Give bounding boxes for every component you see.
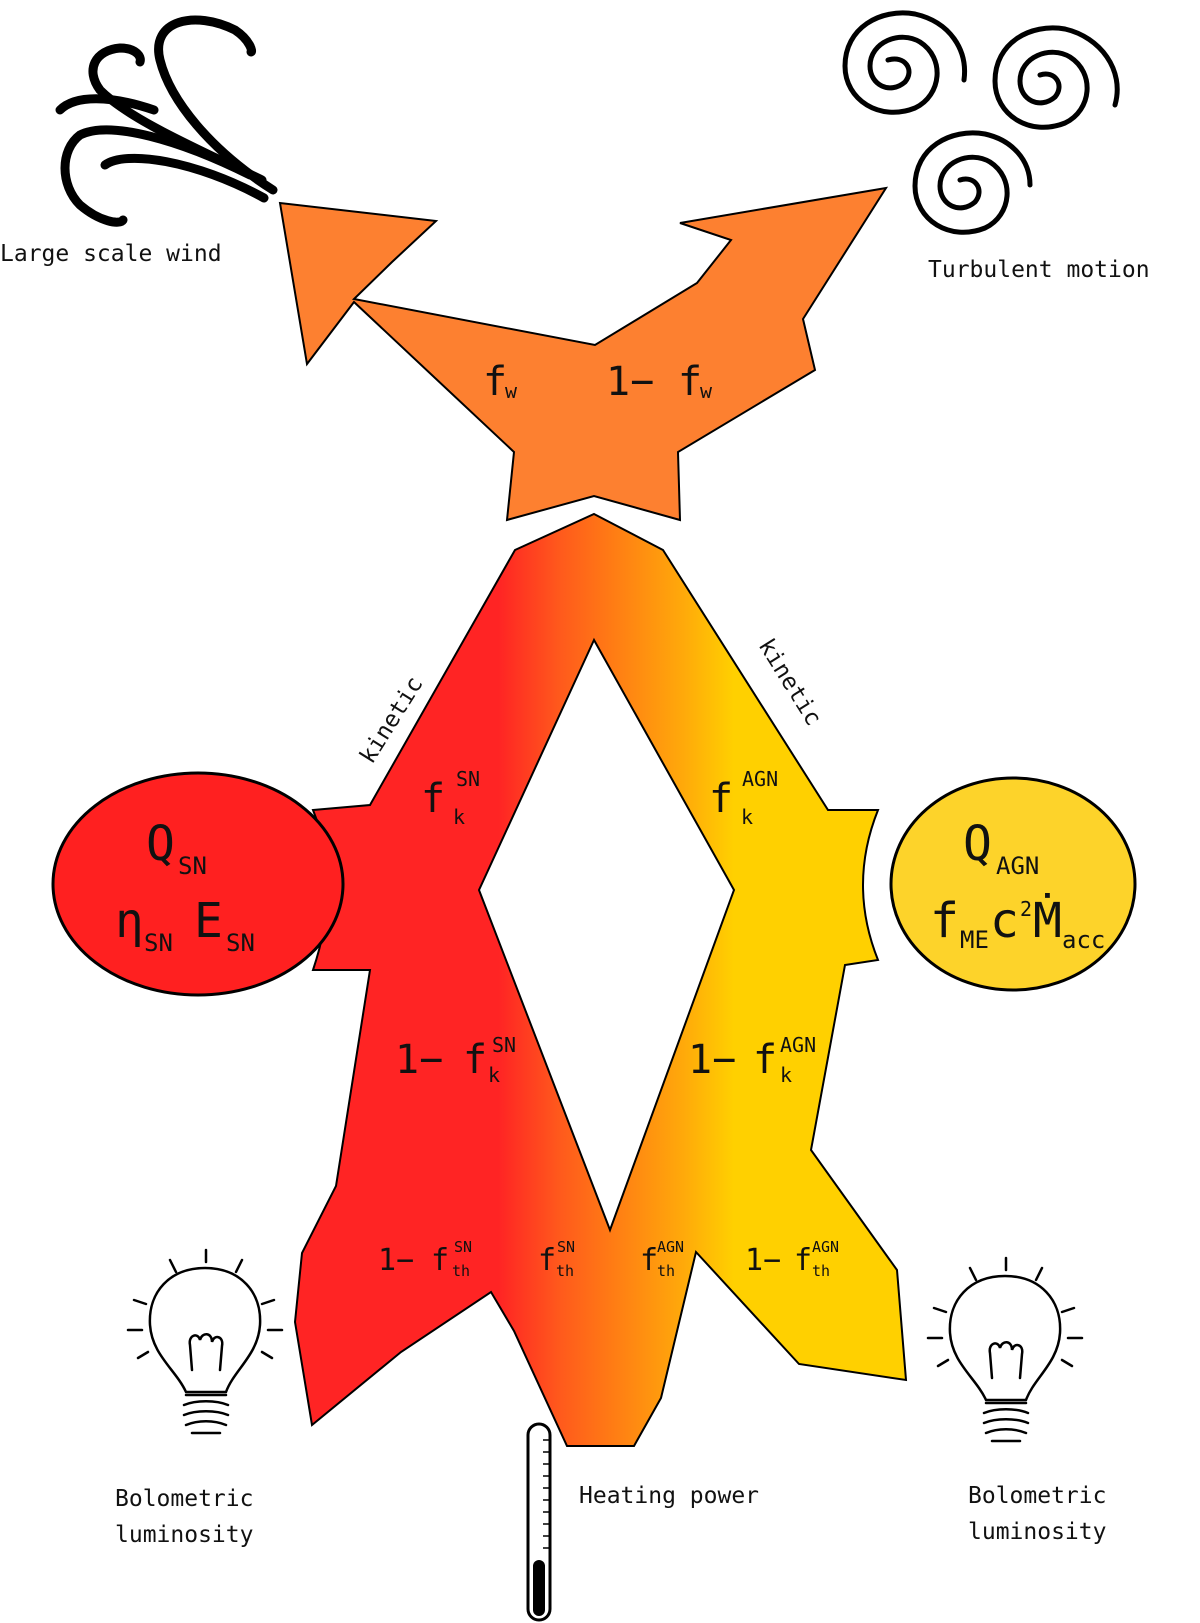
q-sn-symbol: Q [146, 816, 175, 872]
one-minus-fth-agn-fraction: 1− f AGN th [745, 1238, 839, 1280]
one-minus-fk-sn-fraction: 1− f SN k [395, 1033, 516, 1087]
c-symbol: c [990, 893, 1019, 949]
e-sn-subscript: SN [226, 929, 255, 957]
svg-text:th: th [812, 1262, 830, 1280]
svg-text:f: f [794, 1243, 812, 1278]
bolometric-right-label-1: Bolometric [968, 1483, 1106, 1509]
sn-source-circle [51, 771, 345, 997]
svg-text:1−: 1− [395, 1037, 443, 1083]
svg-text:AGN: AGN [657, 1238, 684, 1256]
svg-text:SN: SN [492, 1033, 516, 1057]
svg-text:1−: 1− [688, 1037, 736, 1083]
svg-text:f: f [678, 359, 702, 405]
eta-sn-symbol: η [115, 893, 144, 949]
svg-text:k: k [780, 1063, 792, 1087]
lightbulb-icon [126, 1248, 284, 1435]
wind-label: Large scale wind [0, 241, 222, 267]
mdot-subscript: acc [1062, 926, 1105, 954]
svg-text:k: k [488, 1063, 500, 1087]
q-agn-subscript: AGN [996, 852, 1039, 880]
f-me-subscript: ME [960, 926, 989, 954]
svg-text:AGN: AGN [780, 1033, 816, 1057]
fth-agn-fraction: f AGN th [640, 1238, 684, 1280]
svg-text:f: f [431, 1243, 449, 1278]
agn-source-text: Q AGN f ME c 2 Ṁ acc [930, 816, 1105, 954]
fk-sn-fraction: f SN k [421, 767, 480, 829]
svg-text:SN: SN [557, 1238, 575, 1256]
q-sn-subscript: SN [178, 852, 207, 880]
agn-source-circle [889, 776, 1137, 992]
svg-text:f: f [463, 1037, 487, 1083]
bolometric-left-label-1: Bolometric [115, 1486, 253, 1512]
bolometric-left-label-2: luminosity [115, 1522, 253, 1548]
svg-text:f: f [421, 776, 445, 822]
svg-text:f: f [483, 359, 507, 405]
f-me-symbol: f [930, 893, 959, 949]
fk-agn-fraction: f AGN k [709, 767, 778, 829]
svg-text:k: k [453, 805, 465, 829]
one-minus-fw-fraction: 1− f w [606, 359, 713, 405]
wind-icon [55, 15, 278, 227]
fw-fraction: f w [483, 359, 518, 405]
svg-text:SN: SN [454, 1238, 472, 1256]
svg-text:SN: SN [456, 767, 480, 791]
svg-text:f: f [538, 1243, 556, 1278]
one-minus-fk-agn-fraction: 1− f AGN k [688, 1033, 816, 1087]
one-minus-fth-sn-fraction: 1− f SN th [378, 1238, 472, 1280]
svg-text:1−: 1− [745, 1243, 781, 1278]
svg-text:th: th [452, 1262, 470, 1280]
svg-text:1−: 1− [378, 1243, 414, 1278]
mdot-symbol: Ṁ [1033, 893, 1062, 949]
thermometer-icon [526, 1422, 552, 1622]
svg-text:th: th [556, 1262, 574, 1280]
svg-text:f: f [753, 1037, 777, 1083]
sn-source-text: Q SN η SN E SN [115, 816, 255, 957]
q-agn-symbol: Q [963, 816, 992, 872]
svg-text:w: w [700, 379, 713, 403]
c-superscript: 2 [1020, 897, 1032, 921]
svg-text:AGN: AGN [812, 1238, 839, 1256]
svg-text:1−: 1− [606, 359, 654, 405]
svg-text:th: th [657, 1262, 675, 1280]
lightbulb-icon-right [926, 1256, 1084, 1443]
svg-text:AGN: AGN [742, 767, 778, 791]
svg-text:w: w [505, 379, 518, 403]
heating-label: Heating power [579, 1483, 759, 1509]
main-flow-body [293, 512, 908, 1447]
bolometric-right-label-2: luminosity [968, 1519, 1106, 1545]
svg-text:f: f [640, 1243, 658, 1278]
svg-text:f: f [709, 776, 733, 822]
eta-sn-subscript: SN [144, 929, 173, 957]
turbulence-label: Turbulent motion [928, 257, 1150, 283]
kinetic-split-arrow [278, 186, 889, 522]
e-sn-symbol: E [194, 893, 223, 949]
svg-text:k: k [741, 805, 753, 829]
fth-sn-fraction: f SN th [538, 1238, 575, 1280]
turbulence-icon [842, 10, 1120, 235]
